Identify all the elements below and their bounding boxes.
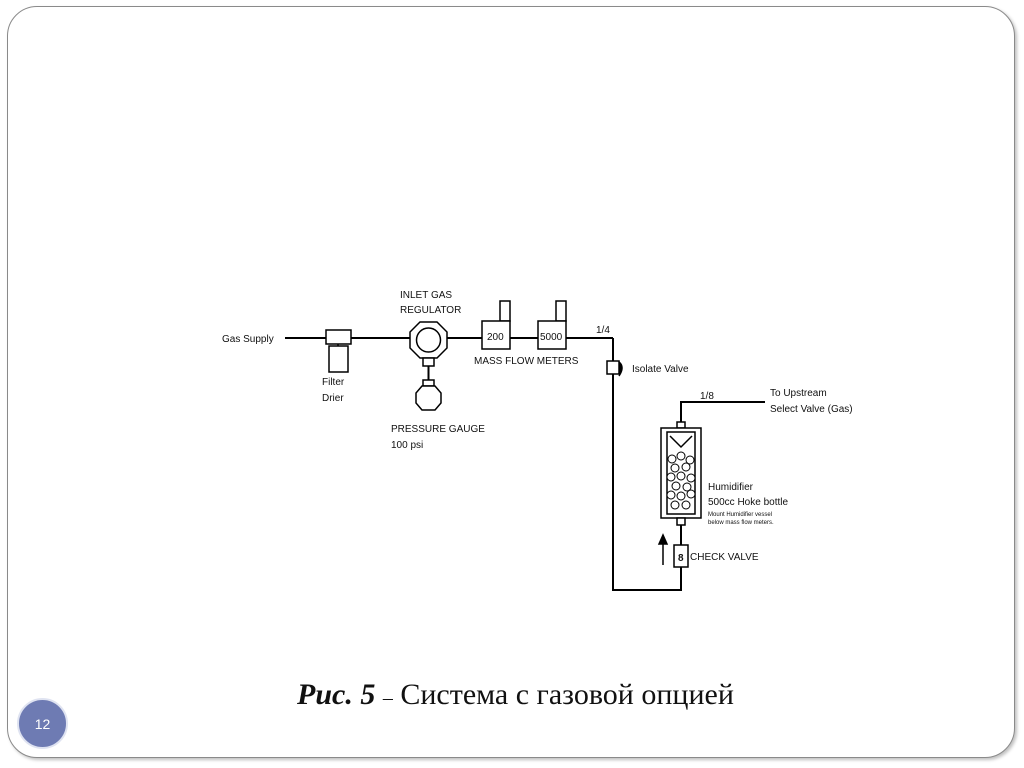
gauge-label-line2: 100 psi (391, 440, 423, 451)
upstream-line (680, 401, 765, 422)
mfc-caption: MASS FLOW METERS (474, 356, 579, 367)
caption-prefix: Рис. 5 (297, 678, 376, 711)
mfc-200-icon (481, 300, 511, 350)
gas-supply-label: Gas Supply (222, 334, 274, 345)
isolate-valve-label: Isolate Valve (632, 364, 689, 375)
drier-label: Drier (322, 393, 344, 404)
figure-caption: Рис. 5 – Система с газовой опцией (297, 678, 734, 712)
upstream-label-line2: Select Valve (Gas) (770, 404, 853, 415)
flow-arrow-icon (657, 533, 669, 565)
mfc-5000-value: 5000 (540, 332, 563, 343)
regulator-label-line2: REGULATOR (400, 305, 461, 316)
pressure-gauge-icon (415, 379, 442, 411)
caption-dash: – (382, 687, 393, 709)
mount-note-line2: below mass flow meters. (708, 520, 774, 526)
mfc-200-value: 200 (487, 332, 504, 343)
check-valve-mark: 8 (678, 553, 684, 564)
humidifier-label-line1: Humidifier (708, 482, 754, 493)
return-line (612, 338, 682, 591)
upstream-label-line1: To Upstream (770, 388, 827, 399)
regulator-label-line1: INLET GAS (400, 290, 452, 301)
check-valve-icon (673, 544, 689, 568)
check-valve-label: CHECK VALVE (690, 552, 759, 563)
humidifier-label-line2: 500cc Hoke bottle (708, 497, 788, 508)
pipe-quarter-label: 1/4 (596, 325, 610, 336)
regulator-icon (409, 321, 448, 382)
isolate-valve-icon (606, 360, 623, 377)
filter-label: Filter (322, 377, 345, 388)
page-number: 12 (34, 715, 51, 732)
gauge-label-line1: PRESSURE GAUGE (391, 424, 485, 435)
slide-frame (7, 6, 1015, 758)
mount-note-line1: Mount Humidifier vessel (708, 512, 772, 518)
mfc-5000-icon (537, 300, 567, 350)
filter-drier-icon (325, 329, 352, 373)
caption-text: Система с газовой опцией (400, 678, 734, 711)
pipe-eighth-label: 1/8 (700, 391, 714, 402)
page-number-badge: 12 (17, 698, 68, 749)
humidifier-bottle-icon (660, 421, 702, 526)
